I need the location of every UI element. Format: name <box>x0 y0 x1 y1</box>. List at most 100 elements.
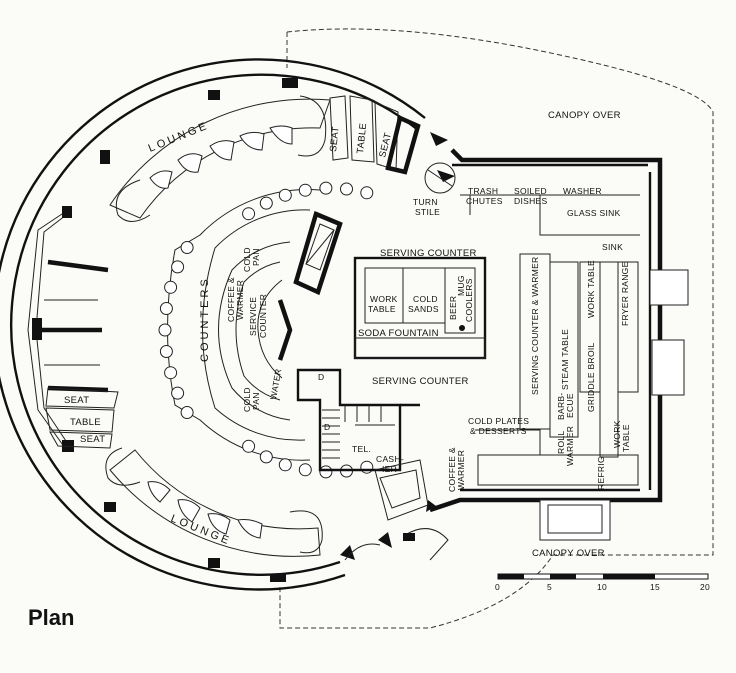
label-soda-fountain: SODA FOUNTAIN <box>358 328 439 339</box>
plan-title: Plan <box>28 605 74 630</box>
scale-tick-10: 10 <box>597 582 607 592</box>
label-stair-d-2: D <box>324 422 330 432</box>
label-service-counter-2: COUNTER <box>258 294 268 338</box>
label-seat-left-1: SEAT <box>64 395 89 406</box>
counter-stool <box>164 366 178 380</box>
south-door <box>344 528 449 561</box>
label-cashier-2: IER <box>382 464 397 474</box>
booth-top <box>329 95 421 175</box>
label-lounge-top: LOUNGE <box>147 120 211 155</box>
stairs <box>296 368 420 472</box>
label-cold-pan-top-2: PAN <box>251 248 261 266</box>
label-cold-sands-2: SANDS <box>408 304 439 314</box>
label-tel: TEL. <box>352 444 371 454</box>
label-serving-counter-bottom: SERVING COUNTER <box>372 376 469 387</box>
kitchen-walls <box>429 148 689 541</box>
label-cold-pan-bot-1: COLD <box>242 387 252 412</box>
label-table-top: TABLE <box>355 122 369 154</box>
label-work-table-2: TABLE <box>368 304 396 314</box>
counter-stool <box>278 458 292 472</box>
label-griddle-broil: GRIDDLE BROIL <box>586 342 596 412</box>
service-counter <box>257 279 283 379</box>
label-cold-sands-1: COLD <box>413 294 438 304</box>
label-cold-pan-top-1: COLD <box>242 247 252 272</box>
label-steam-table: STEAM TABLE <box>560 329 570 390</box>
label-cold-plates-1: COLD PLATES <box>468 416 529 426</box>
label-barbecue-1: BARB- <box>556 393 566 420</box>
lounge-bottom-seats <box>147 481 263 539</box>
label-cold-pan-bot-2: PAN <box>251 392 261 410</box>
label-service-counter-1: SERVICE <box>248 297 258 336</box>
label-counters: COUNTERS <box>199 276 211 362</box>
counter-stool <box>159 345 173 358</box>
label-coffee-warmer-k-1: COFFEE & <box>447 447 457 492</box>
label-coffee-warmer-k-2: WARMER <box>456 450 466 490</box>
turnstile <box>424 162 456 194</box>
label-cold-plates-2: & DESSERTS <box>470 426 527 436</box>
booth-left <box>45 387 119 449</box>
label-trash-2: CHUTES <box>466 196 503 206</box>
label-trash-1: TRASH <box>468 186 498 196</box>
lounge-top-bench <box>109 98 331 219</box>
serving-counter-island <box>353 256 487 360</box>
counter-stool <box>259 450 273 464</box>
label-soiled-2: DISHES <box>514 196 547 206</box>
label-barbecue-2: ECUE <box>565 393 575 418</box>
counter-stool <box>360 186 374 200</box>
counter-stool <box>298 463 312 477</box>
label-roll-warmer-1: ROLL <box>556 431 566 454</box>
label-work-table-k2-2: TABLE <box>621 424 631 452</box>
label-coffee-warmer-1: COFFEE & <box>226 277 236 322</box>
label-beer-mug-coolers-1: BEER <box>448 296 458 320</box>
counter-stool <box>319 181 333 195</box>
label-table-left: TABLE <box>70 417 101 428</box>
lounge-top-seats <box>149 125 293 189</box>
label-washer: WASHER <box>563 186 602 196</box>
lounge-bottom-bench <box>109 449 321 557</box>
counter-stool <box>171 386 185 400</box>
bay-left <box>27 209 69 449</box>
counter-stool <box>360 460 374 474</box>
outer-wall <box>0 58 426 591</box>
counter-stool <box>278 188 292 202</box>
counter-stool <box>180 241 194 254</box>
label-soiled-1: SOILED <box>514 186 547 196</box>
scale-bar: 0 5 10 15 20 <box>495 573 710 592</box>
label-serving-counter-top: SERVING COUNTER <box>380 248 477 259</box>
label-beer-mug-coolers-2: MUG <box>456 275 466 296</box>
bay-mullions <box>38 259 109 393</box>
label-work-table-1: WORK <box>370 294 398 304</box>
label-beer-mug-coolers-3: COOLERS <box>464 278 474 322</box>
label-sink: SINK <box>602 242 623 252</box>
outer-wall-inner <box>10 73 419 576</box>
counter-stool <box>242 439 256 453</box>
label-stair-d-1: D <box>318 372 324 382</box>
counter-stool <box>159 302 173 315</box>
scale-tick-5: 5 <box>547 582 552 592</box>
counter-stool <box>171 260 185 274</box>
counter-inner <box>218 241 291 421</box>
canopy-outline <box>279 28 714 629</box>
label-glass-sink: GLASS SINK <box>567 208 621 218</box>
counter-stool <box>242 207 256 221</box>
label-water: WATER <box>268 368 283 401</box>
label-seat-left-2: SEAT <box>80 434 105 445</box>
label-cashier-1: CASH- <box>376 454 404 464</box>
label-serving-counter-warmer: SERVING COUNTER & WARMER <box>530 257 540 396</box>
counter-stool <box>180 406 194 419</box>
label-turnstile-2: STILE <box>415 207 440 217</box>
counter-stool <box>158 323 172 337</box>
scale-tick-20: 20 <box>700 582 710 592</box>
scale-tick-15: 15 <box>650 582 660 592</box>
label-coffee-warmer-2: WARMER <box>235 280 245 320</box>
label-work-table-k2-1: WORK <box>612 420 622 448</box>
counter-stool <box>340 182 353 196</box>
label-seat-top-1: SEAT <box>328 126 342 152</box>
counter-stool <box>259 196 273 210</box>
label-refrig: REFRIG. <box>596 453 606 490</box>
label-roll-warmer-2: WARMER <box>565 426 575 466</box>
label-work-table-k: WORK TABLE <box>586 260 596 318</box>
kitchen-fixtures <box>460 194 640 486</box>
